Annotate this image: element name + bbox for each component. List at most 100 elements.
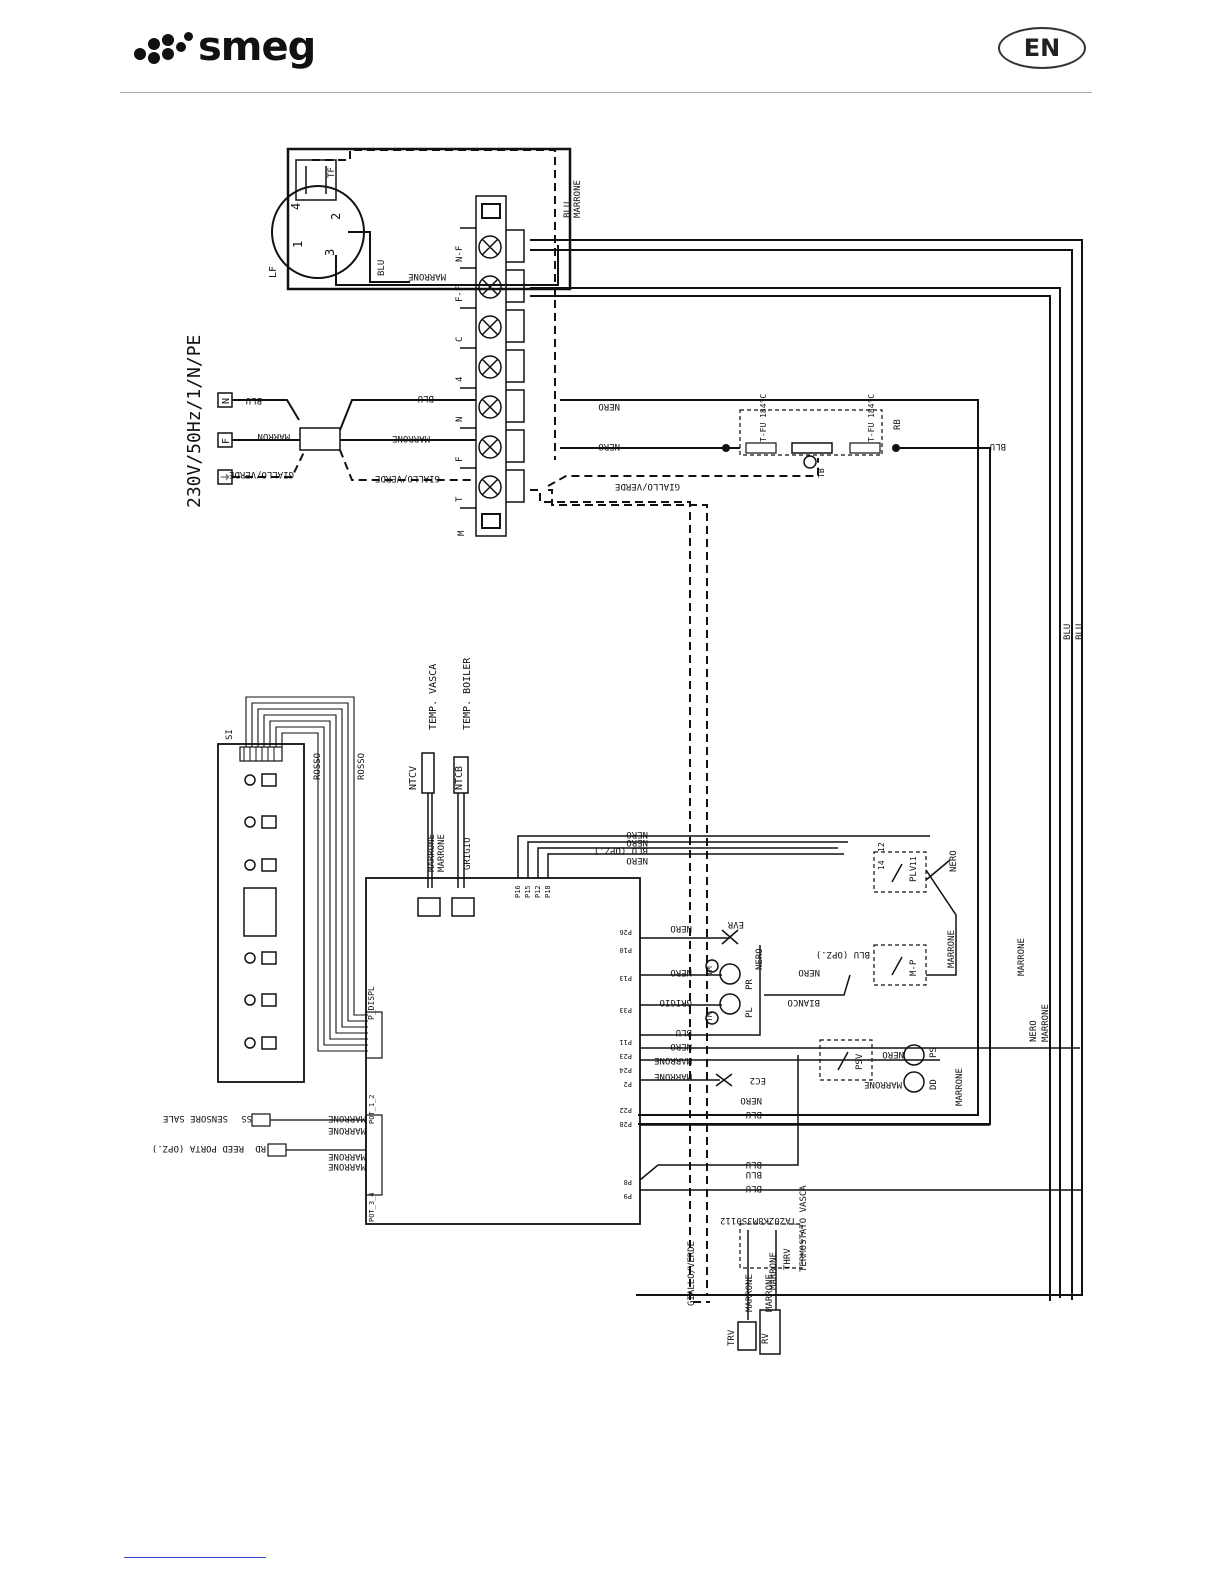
- lf-wire-blu-2: BLU: [563, 202, 573, 218]
- wire-nero-mp: NERO: [798, 967, 820, 977]
- rd-desc: REED PORTA (OPZ.): [152, 1143, 244, 1153]
- wire-nero-top: NERO: [598, 401, 620, 411]
- wire-blu-p28: BLU: [746, 1109, 762, 1119]
- tank-wire-gv: GIALLO/VERDE: [687, 1241, 697, 1306]
- pin-p24: P24: [619, 1066, 632, 1074]
- wire-nero-p11: NERO: [670, 1041, 692, 1051]
- wire-blu-opz: BLU (OPZ.): [816, 949, 870, 959]
- footer-rule: [124, 1557, 266, 1558]
- rv-label: RV: [761, 1333, 771, 1344]
- ntcb-desc: TEMP. BOILER: [462, 657, 473, 730]
- wire-blu-p8: BLU: [746, 1159, 762, 1169]
- wire-nero-ps: NERO: [882, 1049, 904, 1059]
- rd-wire-1: MARRONE: [328, 1151, 366, 1161]
- wire-marrone-dd: MARRONE: [864, 1079, 902, 1089]
- display-board: [217, 743, 305, 1083]
- lf-label: LF: [268, 266, 279, 278]
- wire-marrone-plv: MARRONE: [947, 930, 957, 968]
- pin-p23: P23: [619, 1052, 632, 1060]
- ss-label: SS: [241, 1113, 252, 1123]
- ss-wire-1: MARRONE: [328, 1113, 366, 1123]
- top-wire-3: BLU (OPZ.): [594, 845, 648, 855]
- tank-code: TAZ02K8M3S0112: [720, 1215, 796, 1225]
- wire-marrone-dd-2: MARRONE: [955, 1068, 965, 1106]
- pin-p12: P12: [534, 885, 542, 898]
- lf-contact-1: 1: [291, 241, 305, 248]
- ss-wire-2: MARRONE: [328, 1125, 366, 1135]
- wire-gv-2: GIALLO/VERDE: [375, 473, 440, 483]
- wire-blu-p9: BLU: [746, 1183, 762, 1193]
- tank-wire-1: MARRONE: [745, 1274, 755, 1312]
- sensor-wire-marrone-2: MARRONE: [437, 834, 447, 872]
- wire-grigio: GRIGIO: [659, 997, 692, 1007]
- header-divider: [120, 92, 1092, 93]
- pin-p10: P10: [619, 946, 632, 954]
- wire-nero-plv: NERO: [949, 850, 959, 872]
- sensor-wire-marrone-1: MARRONE: [427, 834, 437, 872]
- top-wire-1: NERO: [626, 829, 648, 839]
- ss-desc: SENSORE SALE: [163, 1113, 228, 1123]
- tb-pos-4: 4: [455, 377, 465, 382]
- language-badge: EN: [998, 27, 1086, 69]
- term-pe: ⏚: [220, 472, 232, 482]
- wire-marrone-1: MARRONE: [392, 433, 430, 443]
- pin-p16: P16: [514, 885, 522, 898]
- wire-marrone-p24: MARRONE: [654, 1071, 692, 1081]
- wire-blu-p8-2: BLU: [746, 1169, 762, 1179]
- pin-p13: P13: [619, 974, 632, 982]
- wire-nero-pr-2: NERO: [755, 948, 765, 970]
- display-wire-rosso-1: ROSSO: [313, 753, 323, 780]
- filter-switch-frame: [286, 147, 572, 291]
- pin-p18: P18: [544, 885, 552, 898]
- wire-blu-1: BLU: [246, 395, 262, 405]
- tb-pos-t: T: [455, 496, 465, 502]
- wire-blu-2: BLU: [418, 393, 434, 403]
- tb-pos-ff: F-F: [455, 286, 465, 302]
- rd-label: RD: [255, 1143, 266, 1153]
- sensor-wire-grigio: GRIGIO: [463, 837, 473, 870]
- term-f: F: [221, 438, 232, 444]
- plv-label: PLV: [909, 865, 919, 882]
- display-wire-rosso-2: ROSSO: [357, 753, 367, 780]
- wire-marrone-p23: MARRONE: [654, 1055, 692, 1065]
- svg-text:230V/50Hz/1/N/PE: 230V/50Hz/1/N/PE: [184, 335, 205, 508]
- pin-p28: P28: [619, 1120, 632, 1128]
- tb-letter-m: M: [457, 530, 467, 536]
- psv-label: PSV: [855, 1053, 865, 1070]
- relay-pin-11: 11: [909, 856, 918, 866]
- pin-p9: P9: [624, 1192, 632, 1200]
- ntcv-label: NTCV: [408, 766, 419, 790]
- lf-contact-4: 4: [289, 203, 303, 210]
- terminal-block: [475, 195, 507, 537]
- pin-p22: P22: [619, 1106, 632, 1114]
- thrv-desc: TERMOSTATO VASCA: [799, 1185, 809, 1272]
- ps-label: PS: [929, 1047, 939, 1058]
- evr-label: EVR: [727, 919, 744, 929]
- top-wire-2: NERO: [626, 837, 648, 847]
- lf-contact-2: 2: [329, 213, 343, 220]
- lf-wire-marrone: MARRONE: [408, 271, 446, 281]
- smeg-logo: smeg: [134, 27, 316, 67]
- ntcb-label: NTCB: [454, 766, 465, 790]
- lf-contact-3: 3: [323, 249, 337, 256]
- wire-marrone-long: MARRONE: [1017, 938, 1027, 976]
- display-label: SI: [225, 729, 235, 740]
- page-header: smeg EN: [0, 0, 1224, 100]
- ec2-label: EC2: [750, 1075, 766, 1085]
- wire-nero-mid: NERO: [598, 441, 620, 451]
- wire-blu-right: BLU: [990, 441, 1006, 451]
- pin-p15: P15: [524, 885, 532, 898]
- wire-marron: MARRON: [257, 431, 290, 441]
- rd-wire-2: MARRONE: [328, 1161, 366, 1171]
- lf-wire-marrone-2: MARRONE: [573, 180, 583, 218]
- tb-fuse-label: TB: [817, 468, 826, 478]
- mp-label: M-P: [909, 959, 919, 976]
- pin-p33: P33: [619, 1006, 632, 1014]
- lf-wire-blu: BLU: [377, 260, 387, 276]
- fuse-left: T-FU 184°C: [759, 394, 768, 442]
- tank-wire-2: MARRONE: [769, 1252, 779, 1290]
- pin-p2: P2: [624, 1080, 632, 1088]
- control-board: [365, 877, 641, 1225]
- wire-nero-p22: NERO: [740, 1095, 762, 1105]
- tb-pos-c: C: [455, 337, 465, 342]
